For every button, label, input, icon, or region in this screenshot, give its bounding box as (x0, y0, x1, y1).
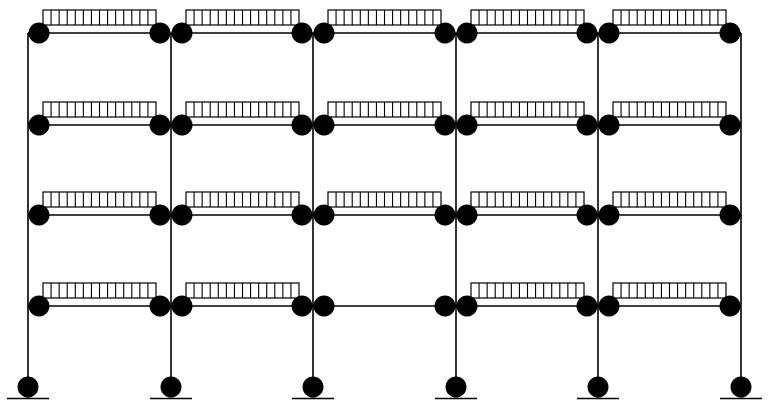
plastic-hinge-icon (313, 114, 335, 136)
uniformly-distributed-load-icon (185, 101, 300, 118)
plastic-hinge-icon (149, 22, 171, 44)
plastic-hinge-icon (719, 114, 741, 136)
uniformly-distributed-load-icon (470, 191, 585, 208)
plastic-hinge-icon (719, 22, 741, 44)
plastic-hinges (17, 22, 752, 398)
uniformly-distributed-load-icon (42, 191, 157, 208)
base-hinge-icon (17, 376, 39, 398)
uniformly-distributed-load-icon (185, 9, 300, 26)
base-hinge-icon (445, 376, 467, 398)
plastic-hinge-icon (598, 204, 620, 226)
plastic-hinge-icon (576, 22, 598, 44)
plastic-hinge-icon (171, 295, 193, 317)
uniformly-distributed-load-icon (327, 191, 442, 208)
columns (27, 33, 742, 387)
plastic-hinge-icon (576, 114, 598, 136)
uniformly-distributed-load-icon (612, 282, 727, 299)
plastic-hinge-icon (576, 295, 598, 317)
plastic-hinge-icon (456, 22, 478, 44)
plastic-hinge-icon (434, 114, 456, 136)
uniformly-distributed-load-icon (42, 101, 157, 118)
plastic-hinge-icon (291, 114, 313, 136)
uniformly-distributed-load-icon (470, 282, 585, 299)
plastic-hinge-icon (576, 204, 598, 226)
uniformly-distributed-load-icon (470, 9, 585, 26)
uniformly-distributed-load-icon (185, 191, 300, 208)
plastic-hinge-icon (28, 295, 50, 317)
plastic-hinge-icon (313, 204, 335, 226)
uniformly-distributed-load-icon (470, 101, 585, 118)
base-hinge-icon (730, 376, 752, 398)
distributed-loads (42, 9, 727, 299)
plastic-hinge-icon (171, 114, 193, 136)
uniformly-distributed-load-icon (612, 191, 727, 208)
plastic-hinge-icon (598, 295, 620, 317)
uniformly-distributed-load-icon (327, 101, 442, 118)
plastic-hinge-icon (456, 204, 478, 226)
uniformly-distributed-load-icon (612, 101, 727, 118)
uniformly-distributed-load-icon (185, 282, 300, 299)
uniformly-distributed-load-icon (612, 9, 727, 26)
beams (28, 32, 741, 307)
plastic-hinge-icon (28, 22, 50, 44)
plastic-hinge-icon (291, 204, 313, 226)
plastic-hinge-icon (291, 22, 313, 44)
plastic-hinge-icon (313, 22, 335, 44)
plastic-hinge-icon (28, 204, 50, 226)
base-hinge-icon (302, 376, 324, 398)
plastic-hinge-icon (434, 22, 456, 44)
plastic-hinge-icon (149, 295, 171, 317)
plastic-hinge-icon (598, 22, 620, 44)
plastic-hinge-icon (719, 204, 741, 226)
plastic-hinge-icon (28, 114, 50, 136)
plastic-hinge-icon (456, 114, 478, 136)
plastic-hinge-icon (171, 204, 193, 226)
plastic-hinge-icon (598, 114, 620, 136)
plastic-hinge-icon (171, 22, 193, 44)
uniformly-distributed-load-icon (42, 9, 157, 26)
plastic-hinge-icon (434, 204, 456, 226)
uniformly-distributed-load-icon (42, 282, 157, 299)
plastic-hinge-icon (149, 114, 171, 136)
plastic-hinge-icon (719, 295, 741, 317)
plastic-hinge-icon (313, 295, 335, 317)
plastic-hinge-icon (456, 295, 478, 317)
uniformly-distributed-load-icon (327, 9, 442, 26)
base-hinge-icon (587, 376, 609, 398)
plastic-hinge-icon (149, 204, 171, 226)
base-hinge-icon (160, 376, 182, 398)
plastic-hinge-icon (434, 295, 456, 317)
plastic-hinge-icon (291, 295, 313, 317)
